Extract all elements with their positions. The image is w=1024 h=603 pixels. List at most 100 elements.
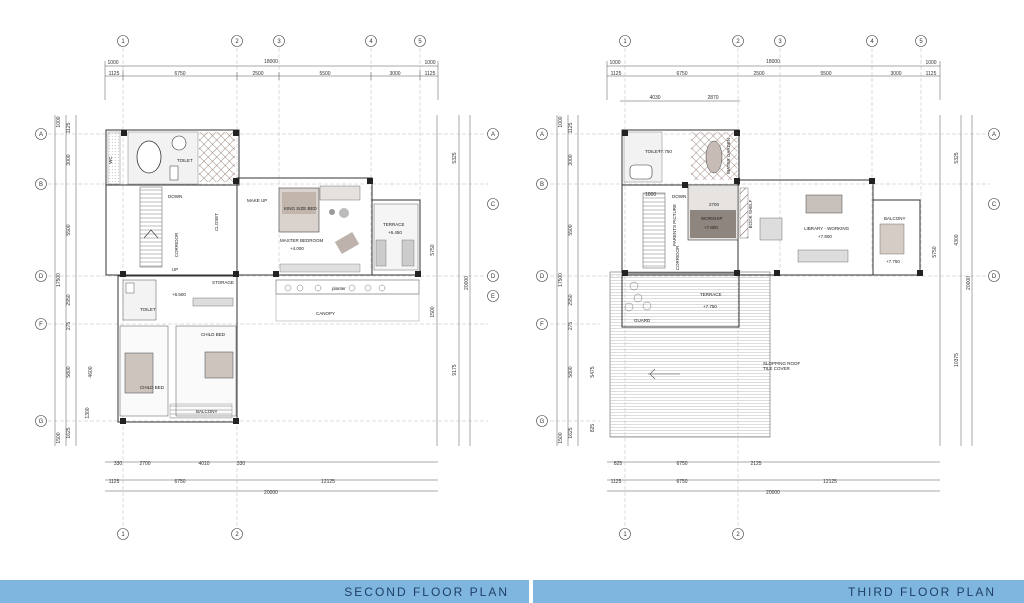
label-toilet-level: +7.750 <box>658 149 672 154</box>
dim-bottom-sub: 825 <box>614 461 623 467</box>
label-balcony-level: +7.750 <box>886 259 900 264</box>
label-child-bed-1: CHILD BED <box>201 332 226 337</box>
dim-top-edge-right: 1000 <box>925 60 936 66</box>
dim-bottom-span: 12125 <box>823 479 837 485</box>
dim-top-span: 3000 <box>389 71 400 77</box>
label-toilet: TOILET <box>645 149 661 154</box>
dim-left: 5800 <box>568 366 574 377</box>
dim-left: 17500 <box>56 273 62 287</box>
dim-top-edge-left: 1000 <box>107 60 118 66</box>
label-terrace: TERRACE <box>383 222 405 227</box>
dim-left: 5500 <box>568 224 574 235</box>
grid-bubble-g: G <box>39 419 44 425</box>
grid-bubble-2: 2 <box>736 39 740 45</box>
dim-left: 3000 <box>568 154 574 165</box>
dim-top-span: 6750 <box>174 71 185 77</box>
dim-bottom-total: 20000 <box>766 490 780 496</box>
dim-left: 275 <box>66 322 72 331</box>
dim-top-total: 18000 <box>264 59 278 65</box>
label-make-up: MAKE UP <box>247 198 267 203</box>
label-wc: WC <box>108 156 113 164</box>
label-planter: planter <box>332 286 346 291</box>
dim-bottom-sub: 2125 <box>750 461 761 467</box>
label-book-shelf: BOOK SHELF <box>748 199 753 228</box>
grid-bubble-b: B <box>540 182 544 188</box>
grid-bubble-d: D <box>540 274 545 280</box>
label-guard: GUARD <box>634 318 651 323</box>
dim-top-span: 5500 <box>319 71 330 77</box>
label-dim-1000: 1000 <box>645 192 656 198</box>
label-corridor: CORRIDOR <box>675 245 680 270</box>
dim-left: 1625 <box>66 427 72 438</box>
dim-right: 5750 <box>932 246 938 257</box>
dim-bottom-span: 6750 <box>676 479 687 485</box>
label-worship: WORSHIP <box>701 216 723 221</box>
grid-bubble-d-right: D <box>992 274 997 280</box>
label-level-small: +6.500 <box>172 292 186 297</box>
dim-left: 2950 <box>568 294 574 305</box>
label-toilet-2: TOILET <box>140 307 156 312</box>
label-down: DOWN <box>168 194 182 199</box>
grid-bubble-f: F <box>39 322 43 328</box>
dim-right: 1500 <box>430 306 436 317</box>
grid-bubble-5: 5 <box>919 39 923 45</box>
footer-bar-right: THIRD FLOOR PLAN <box>533 580 1024 603</box>
dim-right: 9175 <box>452 364 458 375</box>
label-master-bedroom: MASTER BEDROOM <box>280 238 324 243</box>
dim-top-span: 2500 <box>252 71 263 77</box>
label-storage: STORAGE <box>212 280 234 285</box>
dim-left: 5475 <box>590 366 596 377</box>
dim-top-span: 1125 <box>611 71 622 77</box>
grid-bubble-a-right: A <box>992 132 996 138</box>
dim-left: 5500 <box>66 224 72 235</box>
footer-bar-left: SECOND FLOOR PLAN <box>0 580 529 603</box>
grid-bubble-2-bottom: 2 <box>235 532 239 538</box>
label-dim-2700: 2700 <box>709 202 720 207</box>
label-toilet: TOILET <box>177 158 193 163</box>
grid-bubble-c-right: C <box>992 202 997 208</box>
dim-sub-top: 4030 <box>649 95 660 101</box>
dim-top-span: 2500 <box>753 71 764 77</box>
grid-bubble-4: 4 <box>369 39 373 45</box>
grid-bubble-c-right: C <box>491 202 496 208</box>
label-balcony: BALCONY <box>196 409 218 414</box>
dim-bottom-sub: 4010 <box>198 461 209 467</box>
grid-bubble-d: D <box>39 274 44 280</box>
second-floor-title: SECOND FLOOR PLAN <box>344 585 509 599</box>
dim-right: 20000 <box>464 276 470 290</box>
dim-left: 1300 <box>85 407 91 418</box>
label-water-garden: WATER GARDEN <box>726 138 731 174</box>
label-parents-picture: PARENTS PICTURE <box>672 204 677 246</box>
label-balcony: BALCONY <box>884 216 906 221</box>
dim-bottom-span: 1125 <box>109 479 120 485</box>
dim-bottom-sub: 2700 <box>139 461 150 467</box>
dim-top-span: 1125 <box>425 71 436 77</box>
grid-bubble-2: 2 <box>235 39 239 45</box>
label-sloping-roof: SLOPPING ROOF <box>763 361 801 366</box>
dim-bottom-span: 12125 <box>321 479 335 485</box>
dim-left: 1125 <box>568 122 574 133</box>
label-worship-level: +7.800 <box>704 225 718 230</box>
dim-right: 20000 <box>966 276 972 290</box>
grid-bubble-e-right: E <box>491 294 495 300</box>
dim-left: 3000 <box>66 154 72 165</box>
grid-bubble-g: G <box>540 419 545 425</box>
grid-bubble-1-bottom: 1 <box>121 532 125 538</box>
dim-top-span: 5500 <box>820 71 831 77</box>
dim-left: 1500 <box>558 432 564 443</box>
dim-left: 2950 <box>66 294 72 305</box>
dim-top-edge-left: 1000 <box>609 60 620 66</box>
dim-left: 1500 <box>56 432 62 443</box>
dim-left: 1000 <box>56 116 62 127</box>
grid-bubble-f: F <box>540 322 544 328</box>
dim-top-total: 18000 <box>766 59 780 65</box>
grid-bubble-4: 4 <box>870 39 874 45</box>
label-terrace-level: +7.750 <box>703 304 717 309</box>
third-floor-plan: 1000 18000 1000 1125 6750 2500 5500 3000… <box>536 35 1000 540</box>
grid-bubble-2-bottom: 2 <box>736 532 740 538</box>
label-terrace-level: +6.450 <box>388 230 402 235</box>
grid-bubble-1-bottom: 1 <box>623 532 627 538</box>
label-library-level: +7.800 <box>818 234 832 239</box>
dim-top-edge-right: 1000 <box>424 60 435 66</box>
